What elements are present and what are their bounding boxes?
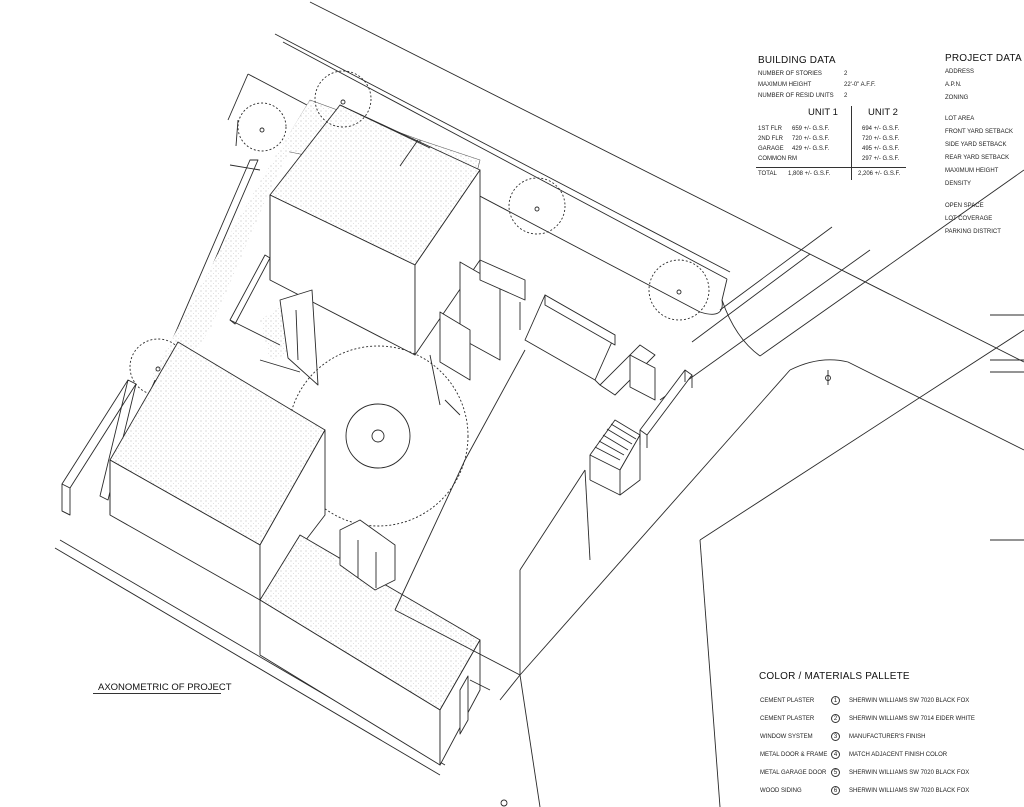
- material-name: WINDOW SYSTEM: [760, 734, 813, 740]
- materials-title: COLOR / MATERIALS PALLETE: [759, 671, 910, 682]
- project-item: PARKING DISTRICT: [945, 229, 1001, 235]
- material-name: CEMENT PLASTER: [760, 716, 815, 722]
- building-row-label: MAXIMUM HEIGHT: [758, 82, 812, 88]
- building-data-table: BUILDING DATA NUMBER OF STORIES 2 MAXIMU…: [756, 54, 916, 184]
- courtyard-tree: [287, 345, 469, 527]
- bottom-marker: [500, 799, 508, 807]
- material-spec: SHERWIN WILLIAMS SW 7020 BLACK FOX: [849, 788, 970, 794]
- material-name: METAL GARAGE DOOR: [760, 770, 827, 776]
- area-unit2: 495 +/- G.S.F.: [862, 146, 900, 152]
- building-row-value: 22'-0" A.F.F.: [844, 82, 876, 88]
- drawing-caption: AXONOMETRIC OF PROJECT: [98, 682, 232, 693]
- project-data-title: PROJECT DATA: [945, 53, 1022, 64]
- material-number: 4: [831, 750, 840, 759]
- project-item: MAXIMUM HEIGHT: [945, 168, 999, 174]
- total-unit2: 2,206 +/- G.S.F.: [858, 171, 901, 177]
- material-number: 6: [831, 786, 840, 795]
- material-spec: SHERWIN WILLIAMS SW 7020 BLACK FOX: [849, 698, 970, 704]
- building-data-title: BUILDING DATA: [758, 55, 836, 66]
- area-label: 1ST FLR: [758, 126, 782, 132]
- project-item: LOT AREA: [945, 116, 975, 122]
- area-label: COMMON RM: [758, 156, 797, 162]
- total-unit1: 1,808 +/- G.S.F.: [788, 171, 831, 177]
- building-garage: [259, 534, 481, 766]
- project-data-list: PROJECT DATA ADDRESS A.P.N. ZONING LOT A…: [944, 54, 1024, 244]
- project-item: ADDRESS: [945, 69, 975, 75]
- area-label: GARAGE: [758, 146, 784, 152]
- total-label: TOTAL: [758, 171, 777, 177]
- area-unit1: 429 +/- G.S.F.: [792, 146, 830, 152]
- material-spec: MANUFACTURER'S FINISH: [849, 734, 926, 740]
- unit1-header: UNIT 1: [808, 107, 838, 118]
- material-number: 3: [831, 732, 840, 741]
- project-item: A.P.N.: [945, 82, 962, 88]
- unit2-header: UNIT 2: [868, 107, 898, 118]
- material-spec: SHERWIN WILLIAMS SW 7014 EIDER WHITE: [849, 716, 975, 722]
- project-item: DENSITY: [945, 181, 972, 187]
- building-row-label: NUMBER OF RESID UNITS: [758, 93, 834, 99]
- material-name: CEMENT PLASTER: [760, 698, 815, 704]
- building-row-label: NUMBER OF STORIES: [758, 71, 822, 77]
- material-number: 2: [831, 714, 840, 723]
- project-item: REAR YARD SETBACK: [945, 155, 1010, 161]
- unit-divider: [851, 106, 852, 180]
- project-item: ZONING: [945, 95, 969, 101]
- total-divider: [756, 167, 906, 168]
- material-name: WOOD SIDING: [760, 788, 802, 794]
- building-row-value: 2: [844, 71, 848, 77]
- building-upper-entry: [229, 254, 319, 386]
- materials-palette: COLOR / MATERIALS PALLETE CEMENT PLASTER…: [757, 670, 1024, 807]
- project-item: SIDE YARD SETBACK: [945, 142, 1007, 148]
- material-spec: SHERWIN WILLIAMS SW 7020 BLACK FOX: [849, 770, 970, 776]
- utility-marker: [825, 370, 831, 385]
- material-number: 5: [831, 768, 840, 777]
- material-name: METAL DOOR & FRAME: [760, 752, 828, 758]
- building-right: [524, 294, 656, 401]
- right-wall: [639, 369, 693, 448]
- building-upper: [269, 104, 481, 356]
- material-number: 1: [831, 696, 840, 705]
- project-item: FRONT YARD SETBACK: [945, 129, 1014, 135]
- building-upper-wing: [429, 259, 526, 416]
- material-spec: MATCH ADJACENT FINISH COLOR: [849, 752, 948, 758]
- area-unit1: 659 +/- G.S.F.: [792, 126, 830, 132]
- project-item: LOT COVERAGE: [945, 216, 993, 222]
- area-label: 2ND FLR: [758, 136, 784, 142]
- stairs: [589, 419, 641, 496]
- building-row-value: 2: [844, 93, 848, 99]
- area-unit2: 720 +/- G.S.F.: [862, 136, 900, 142]
- driveway: [394, 349, 591, 701]
- area-unit2: 297 +/- G.S.F.: [862, 156, 900, 162]
- area-unit2: 694 +/- G.S.F.: [862, 126, 900, 132]
- caption-underline: [93, 693, 221, 694]
- area-unit1: 720 +/- G.S.F.: [792, 136, 830, 142]
- project-item: OPEN SPACE: [945, 203, 984, 209]
- entry-door: [339, 519, 396, 591]
